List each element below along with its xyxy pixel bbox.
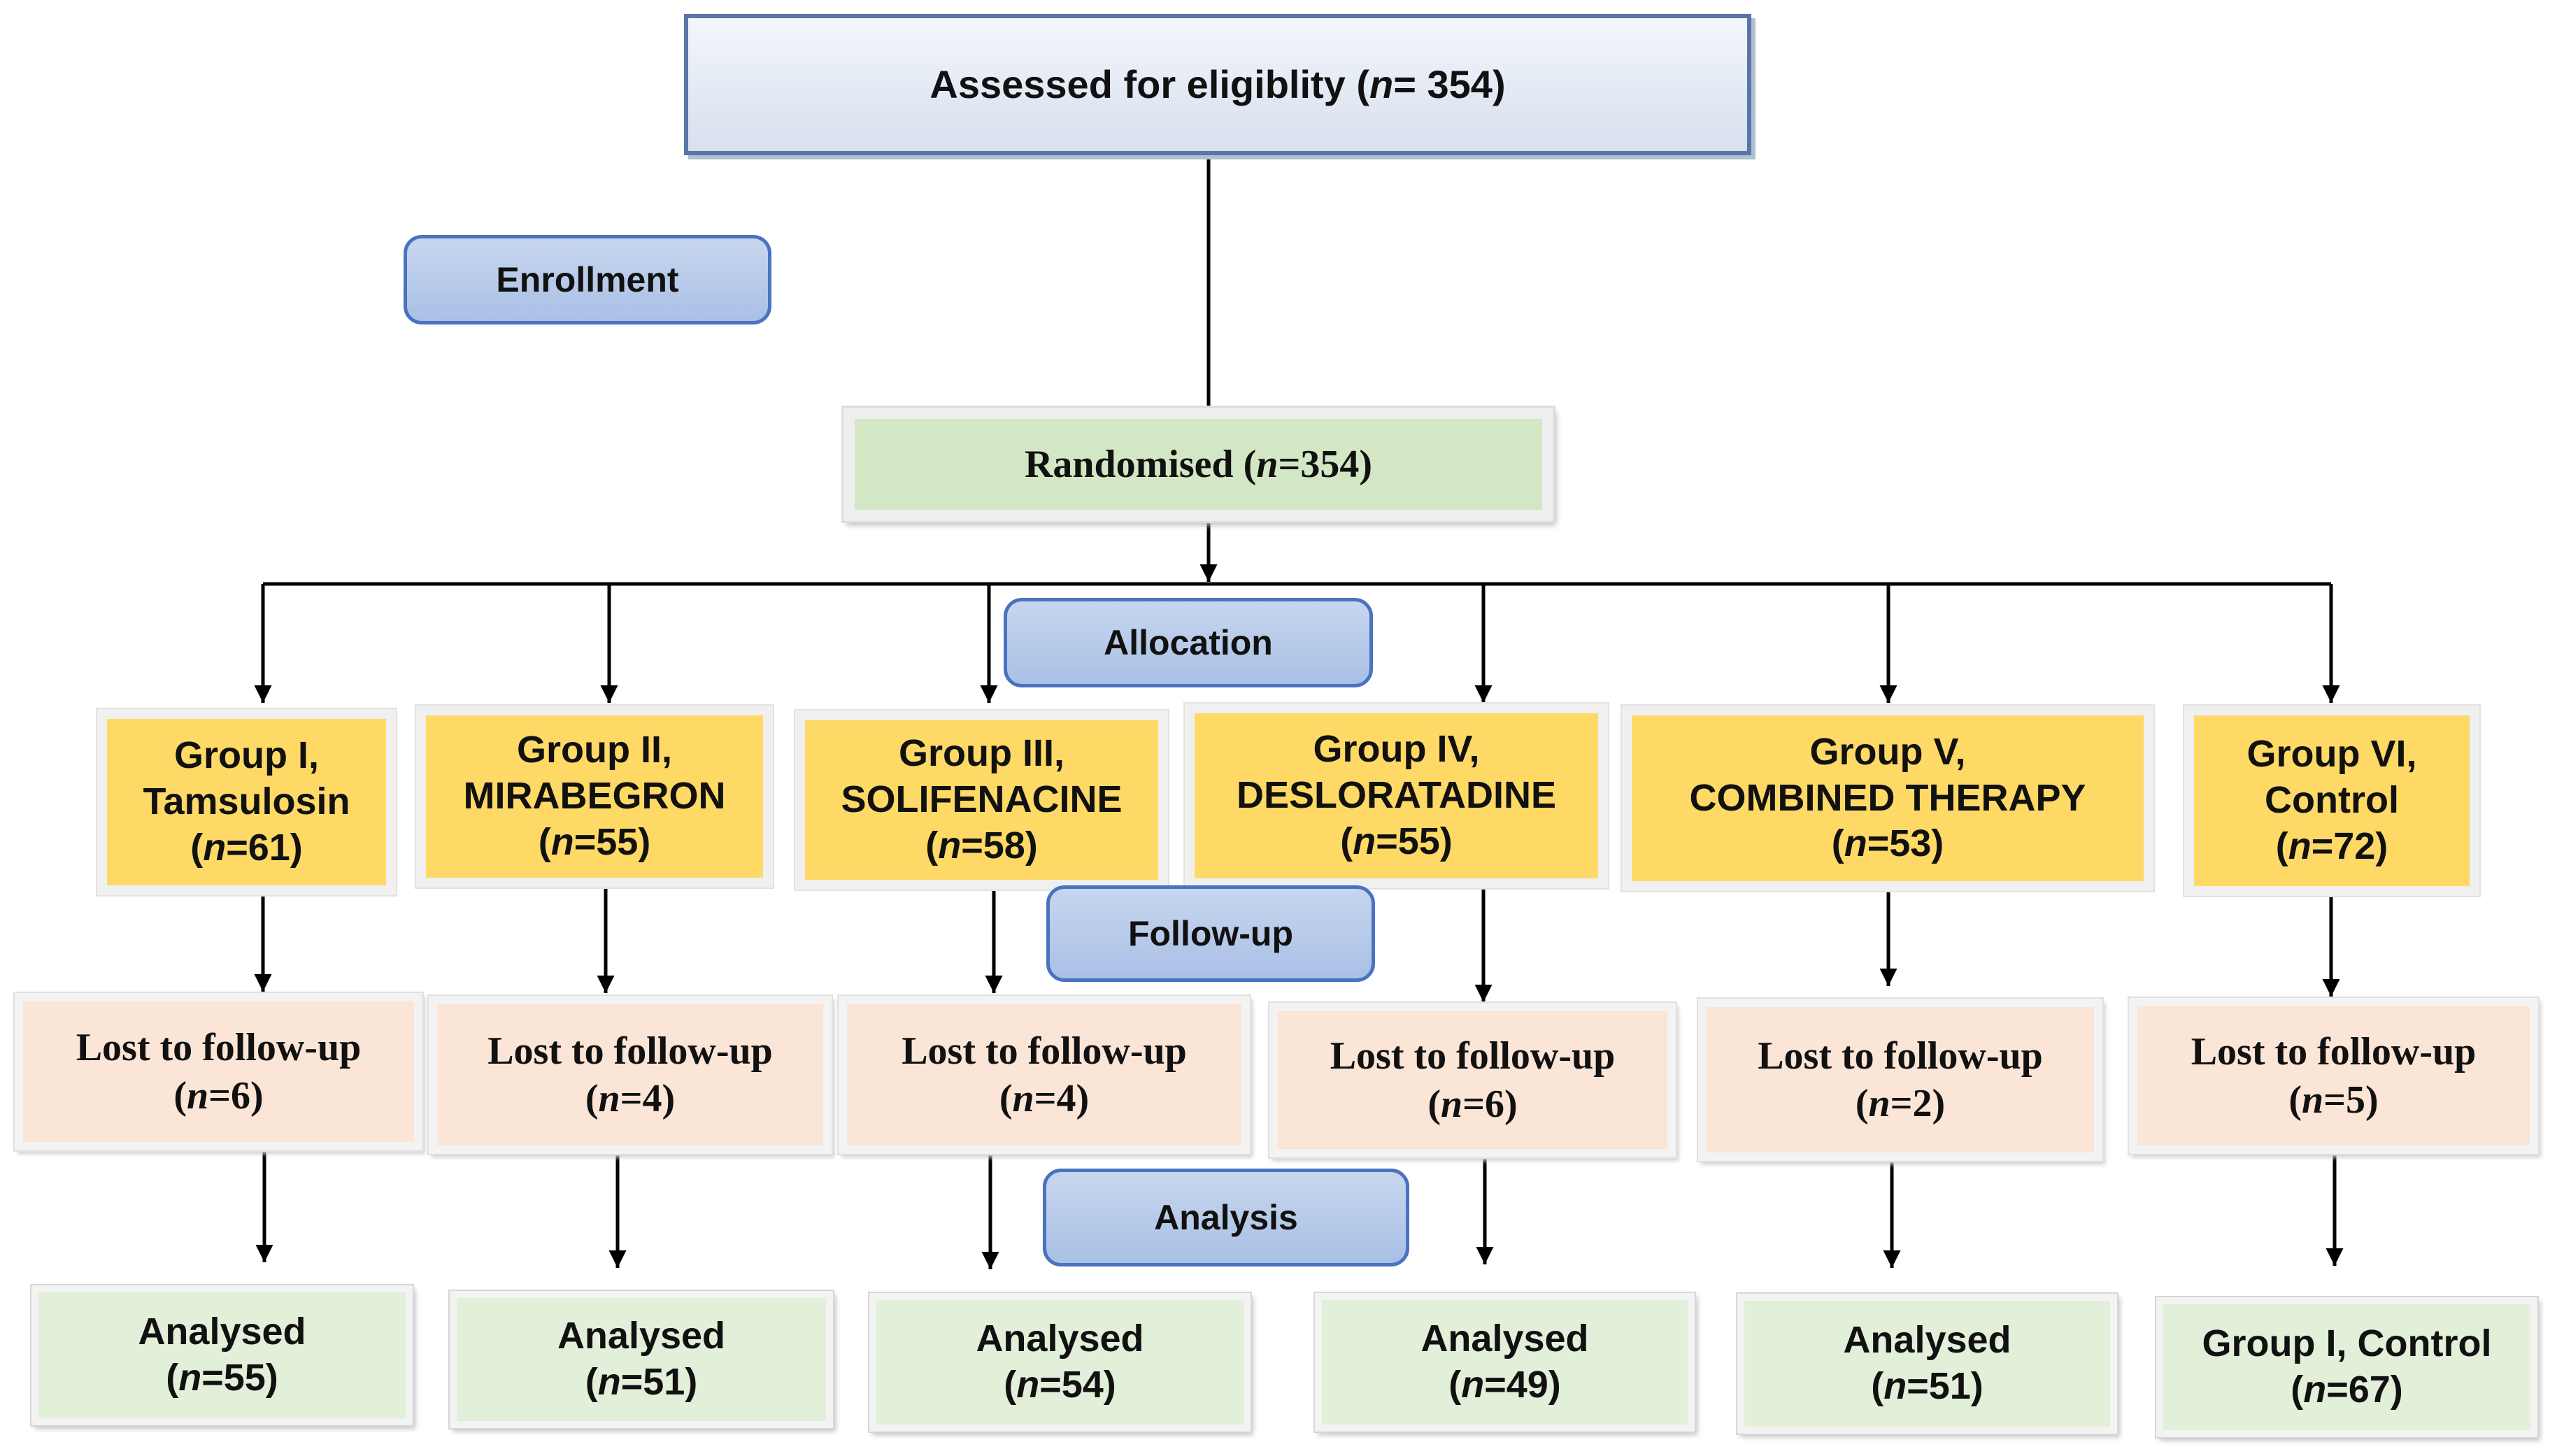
group-1-box: Group I, Tamsulosin (n=61) [97,709,396,895]
randomised-box: Randomised (n=354) [843,408,1553,521]
group-6-box: Group VI, Control (n=72) [2184,706,2479,896]
enrollment-stage-label: Enrollment [404,235,771,324]
analysed-6-box: Group I, Control (n=67) [2156,1297,2537,1437]
analysis-stage-label: Analysis [1043,1169,1409,1266]
lost-followup-4-box: Lost to follow-up (n=6) [1269,1003,1676,1157]
analysed-1-box: Analysed (n=55) [31,1285,413,1425]
group-3-box: Group III, SOLIFENACINE (n=58) [795,711,1168,890]
lost-followup-5-box: Lost to follow-up (n=2) [1698,999,2102,1161]
followup-stage-label: Follow-up [1046,885,1375,982]
analysed-4-box: Analysed (n=49) [1315,1293,1695,1432]
lost-followup-6-box: Lost to follow-up (n=5) [2129,998,2538,1154]
group-4-box: Group IV, DESLORATADINE (n=55) [1185,704,1608,888]
analysed-3-box: Analysed (n=54) [869,1293,1251,1432]
analysed-5-box: Analysed (n=51) [1737,1294,2117,1434]
lost-followup-3-box: Lost to follow-up (n=4) [839,996,1250,1154]
lost-followup-1-box: Lost to follow-up (n=6) [15,993,422,1150]
assessed-box: Assessed for eligiblity (n= 354) [684,14,1751,155]
allocation-stage-label: Allocation [1004,598,1373,687]
randomised-label: Randomised (n=354) [1024,442,1373,486]
group-2-box: Group II, MIRABEGRON (n=55) [416,706,773,887]
assessed-label: Assessed for eligiblity (n= 354) [930,62,1506,106]
lost-followup-2-box: Lost to follow-up (n=4) [429,996,832,1154]
group-5-box: Group V, COMBINED THERAPY (n=53) [1622,706,2153,891]
analysed-2-box: Analysed (n=51) [450,1291,833,1428]
